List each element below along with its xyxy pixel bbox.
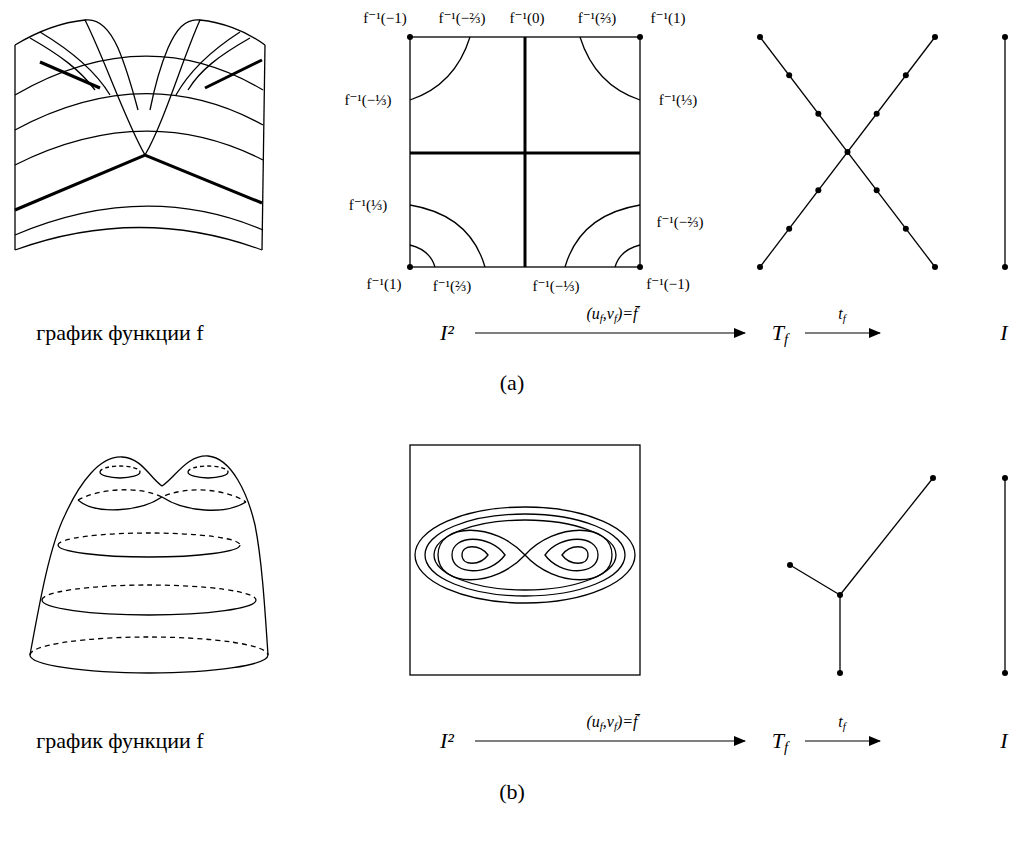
label-text: t [838, 713, 842, 730]
label-text: )= [617, 713, 633, 730]
label-text: I [1000, 320, 1007, 345]
math-label: f⁻¹(0) [508, 10, 547, 27]
level-set-square [407, 34, 643, 270]
math-label: график функции f [34, 729, 205, 753]
subscript: f [784, 332, 788, 348]
label-text: f⁻¹(−⅔) [438, 10, 485, 26]
math-label: f⁻¹(−1) [361, 10, 408, 27]
lemniscate-square [410, 445, 640, 675]
label-text: I [1000, 728, 1007, 753]
label-text: )= [617, 305, 633, 322]
math-label: f⁻¹(−⅓) [342, 92, 393, 109]
math-label: I² [438, 729, 456, 753]
math-label: f⁻¹(⅓) [657, 92, 700, 109]
label-text: f̄ [633, 713, 637, 730]
label-text: (b) [499, 779, 525, 804]
label-text: T [772, 728, 784, 753]
label-text: I² [440, 320, 454, 345]
tree-x [757, 34, 1008, 270]
math-label: f⁻¹(1) [365, 276, 404, 293]
subscript: f [784, 740, 788, 756]
map-arrows [475, 333, 880, 741]
label-text: f̄ [633, 305, 637, 322]
label-text: f⁻¹(−⅓) [532, 278, 579, 294]
label-text: ,v [603, 713, 614, 730]
math-label: f⁻¹(−⅓) [530, 278, 581, 295]
label-text: T [772, 320, 784, 345]
tree-y [787, 475, 1008, 676]
label-text: график функции f [36, 320, 203, 345]
label-text: f⁻¹(−⅓) [344, 92, 391, 108]
label-text: f⁻¹(⅔) [433, 278, 472, 294]
math-label: (b) [497, 780, 527, 804]
label-text: график функции f [36, 728, 203, 753]
math-label: f⁻¹(−⅔) [436, 10, 487, 27]
math-label: f⁻¹(1) [649, 10, 688, 27]
subscript: f [600, 312, 603, 324]
math-label: (a) [498, 371, 526, 395]
label-text: f⁻¹(⅔) [578, 10, 617, 26]
label-text: t [838, 305, 842, 322]
math-label: I² [438, 321, 456, 345]
label-text: (a) [500, 370, 524, 395]
subscript: f [614, 312, 617, 324]
math-label: f⁻¹(⅔) [431, 278, 474, 295]
math-label: f⁻¹(⅓) [347, 197, 390, 214]
subscript: f [843, 312, 846, 324]
label-text: f⁻¹(⅓) [349, 197, 388, 213]
math-label: график функции f [34, 321, 205, 345]
math-label: Tf [770, 321, 790, 348]
math-label: (uf,vf)=f̄ [584, 713, 639, 733]
math-label: I [998, 321, 1009, 345]
label-text: f⁻¹(−1) [646, 276, 689, 292]
math-label: f⁻¹(−⅔) [654, 214, 705, 231]
math-label: tf [836, 713, 847, 733]
subscript: f [600, 720, 603, 732]
math-label: f⁻¹(−1) [644, 276, 691, 293]
label-text: f⁻¹(−1) [363, 10, 406, 26]
math-label: I [998, 729, 1009, 753]
hill-graph [30, 456, 268, 673]
math-label: Tf [770, 729, 790, 756]
label-text: f⁻¹(0) [510, 10, 545, 26]
label-text: ,v [603, 305, 614, 322]
saddle-graph [15, 20, 265, 250]
label-text: (u [586, 305, 599, 322]
subscript: f [843, 720, 846, 732]
label-text: I² [440, 728, 454, 753]
label-text: f⁻¹(⅓) [659, 92, 698, 108]
subscript: f [614, 720, 617, 732]
math-label: (uf,vf)=f̄ [584, 305, 639, 325]
label-text: f⁻¹(1) [367, 276, 402, 292]
label-text: f⁻¹(−⅔) [656, 214, 703, 230]
math-label: f⁻¹(⅔) [576, 10, 619, 27]
label-text: (u [586, 713, 599, 730]
math-label: tf [836, 305, 847, 325]
label-text: f⁻¹(1) [651, 10, 686, 26]
